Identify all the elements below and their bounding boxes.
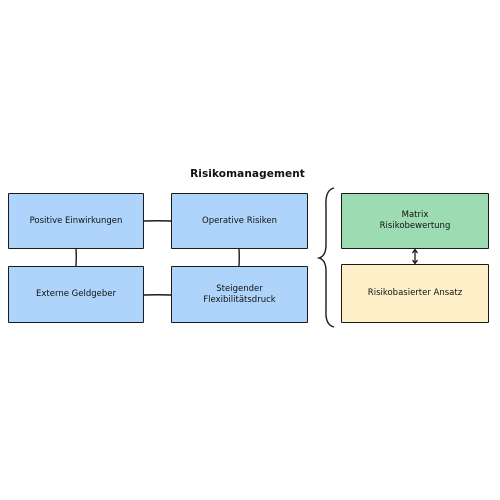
box-positive-einwirkungen: Positive Einwirkungen: [8, 193, 144, 249]
double-arrow: [411, 248, 419, 265]
box-steigender-flexibilitaetsdruck: Steigender Flexibilitätsdruck: [171, 266, 308, 323]
curly-brace: [316, 187, 335, 328]
diagram-title: Risikomanagement: [190, 168, 305, 180]
box-risikobasierter-ansatz: Risikobasierter Ansatz: [341, 264, 489, 323]
box-operative-risiken: Operative Risiken: [171, 193, 308, 249]
box-matrix-risikobewertung: Matrix Risikobewertung: [341, 193, 489, 249]
box-externe-geldgeber: Externe Geldgeber: [8, 266, 144, 323]
